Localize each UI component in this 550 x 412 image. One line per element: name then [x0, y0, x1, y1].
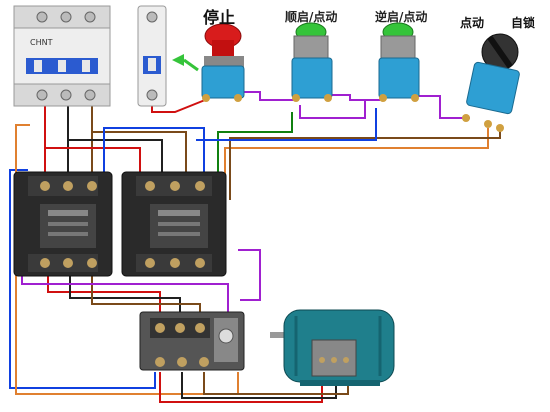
reverse-start-button[interactable]	[378, 22, 420, 102]
wire-to-overload-2	[69, 275, 181, 318]
jog-label: 点动	[460, 16, 485, 30]
self-lock-label: 自锁	[511, 16, 536, 30]
wire-cross-brown	[92, 131, 187, 175]
forward-jog-label: 顺启/点动	[285, 10, 338, 24]
wire-control-purple-loop	[299, 100, 366, 119]
wire-control-green	[217, 112, 293, 190]
control-circuit-breaker[interactable]	[137, 5, 167, 107]
stop-button[interactable]	[201, 23, 245, 102]
wire-purple-right	[238, 249, 261, 301]
wire-control-red	[151, 99, 206, 113]
wire-motor-1	[159, 372, 323, 403]
main-circuit-breaker[interactable]	[13, 5, 111, 107]
wire-reverse-selector	[412, 95, 470, 119]
wire-forward-reverse	[328, 94, 380, 101]
wire-selector-orange	[224, 128, 489, 180]
reverse-contactor	[121, 171, 227, 277]
jog-selflock-selector-switch[interactable]	[462, 33, 520, 132]
stop-label: 停止	[203, 8, 236, 27]
arrow-mark-icon	[172, 54, 199, 72]
wire-outer-orange	[15, 124, 239, 395]
forward-contactor	[13, 171, 113, 277]
wiring	[9, 91, 501, 403]
forward-start-button[interactable]	[291, 22, 333, 102]
wire-selector-brown	[229, 128, 501, 200]
wire-stop-forward	[238, 91, 295, 101]
thermal-overload-relay	[139, 311, 245, 371]
reverse-jog-label: 逆启/点动	[375, 10, 428, 24]
breaker-brand-label: CHNT	[30, 38, 53, 47]
wire-to-overload-3	[91, 275, 201, 318]
three-phase-motor	[270, 309, 395, 386]
wire-cross-black	[68, 139, 163, 175]
wire-blue-swap	[103, 127, 205, 175]
wire-motor-2	[181, 372, 337, 399]
wire-control-blue	[196, 108, 377, 141]
wire-cross-red	[45, 147, 141, 175]
